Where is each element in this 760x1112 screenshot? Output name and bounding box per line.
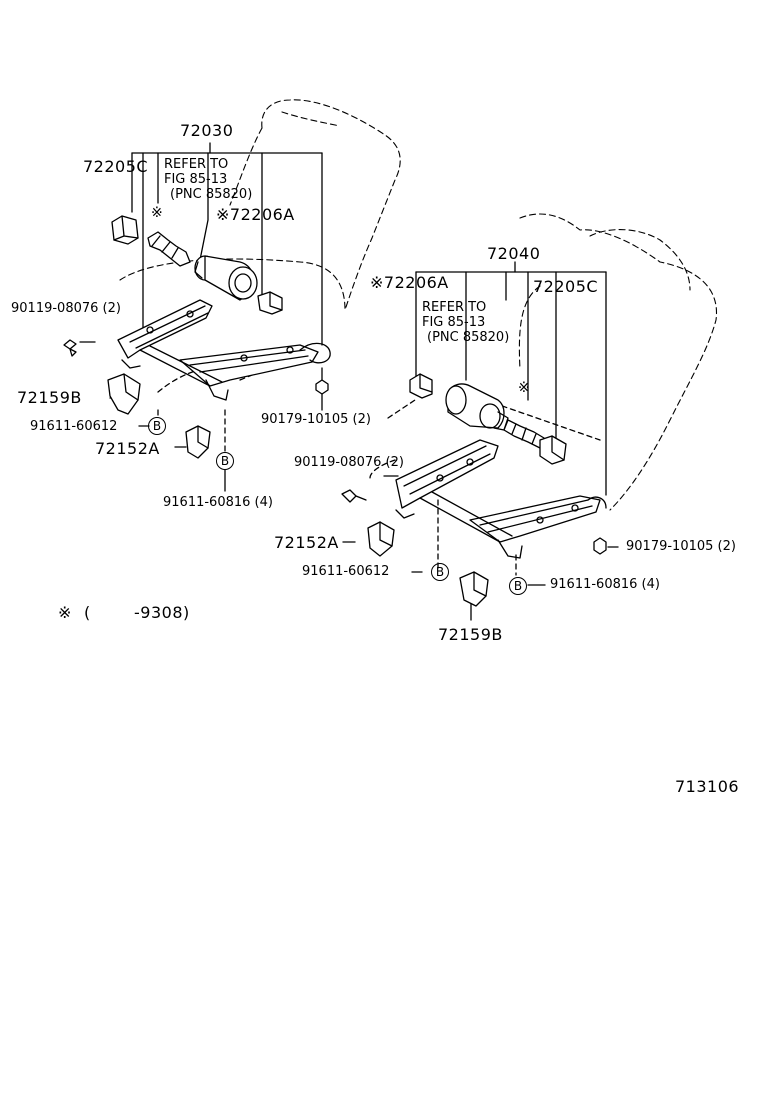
left-part-72205c: 72205C	[83, 157, 149, 176]
right-note-mark: ※	[518, 380, 530, 396]
left-refer-line-3: (PNC 85820)	[170, 187, 253, 202]
left-nut-label: 90179-10105 (2)	[261, 412, 371, 427]
left-part-72206a: ※72206A	[216, 205, 295, 224]
left-seat-track	[117, 299, 331, 401]
right-seat-track	[395, 439, 607, 559]
left-callout-b-1: B	[148, 417, 166, 435]
right-motor	[445, 383, 509, 431]
right-cover-72152a	[367, 521, 395, 557]
right-refer-line-2: FIG 85-13	[422, 315, 486, 330]
right-knob-72205c	[539, 435, 567, 465]
right-callout-b-1: B	[431, 563, 449, 581]
left-note-mark: ※	[151, 205, 163, 221]
left-motor-72206a	[194, 255, 258, 301]
left-cover-72159b	[107, 373, 141, 415]
left-bolt-90119	[63, 339, 77, 357]
footnote-range: -9308)	[134, 603, 190, 622]
right-part-72152a: 72152A	[274, 533, 339, 552]
right-part-72206a: ※72206A	[370, 273, 449, 292]
left-cover-72152a	[185, 425, 211, 459]
left-shaft	[147, 231, 191, 267]
right-shaft	[503, 419, 545, 449]
left-bolt-b-label: 91611-60816 (4)	[163, 495, 273, 510]
right-seat-outline	[518, 213, 718, 511]
right-cover-72159b	[459, 571, 489, 607]
left-refer-line-2: FIG 85-13	[164, 172, 228, 187]
right-leader-lines	[342, 261, 619, 621]
right-bolt-label: 90119-08076 (2)	[294, 455, 404, 470]
left-assembly-number: 72030	[180, 121, 234, 140]
left-refer-line-1: REFER TO	[164, 157, 229, 172]
right-part-72159b: 72159B	[438, 625, 503, 644]
right-callout-b-2: B	[509, 577, 527, 595]
right-dashed-leaders	[369, 399, 601, 576]
right-refer-line-1: REFER TO	[422, 300, 487, 315]
right-nut-label: 90179-10105 (2)	[626, 539, 736, 554]
right-bolt-b-label: 91611-60816 (4)	[550, 577, 660, 592]
left-bolt-label: 90119-08076 (2)	[11, 301, 121, 316]
left-part-72159b: 72159B	[17, 388, 82, 407]
footnote-open: (	[84, 603, 91, 622]
right-part-72205c: 72205C	[533, 277, 599, 296]
left-cap	[257, 291, 283, 315]
left-callout-b-2: B	[216, 452, 234, 470]
right-refer-line-3: (PNC 85820)	[427, 330, 510, 345]
footnote-mark: ※	[58, 603, 72, 622]
right-nut-90179	[593, 537, 607, 555]
right-bolt-90119	[341, 489, 367, 503]
diagram-id: 713106	[675, 777, 740, 796]
right-assembly-number: 72040	[487, 244, 541, 263]
left-clip-label: 91611-60612	[30, 419, 118, 434]
right-knob-72206a-small	[409, 373, 433, 399]
left-nut-90179	[315, 379, 329, 395]
left-part-72152a: 72152A	[95, 439, 160, 458]
right-clip-label: 91611-60612	[302, 564, 390, 579]
left-leader-lines	[79, 142, 323, 492]
left-seat-outline	[119, 99, 401, 311]
left-knob-72205c	[111, 215, 139, 245]
